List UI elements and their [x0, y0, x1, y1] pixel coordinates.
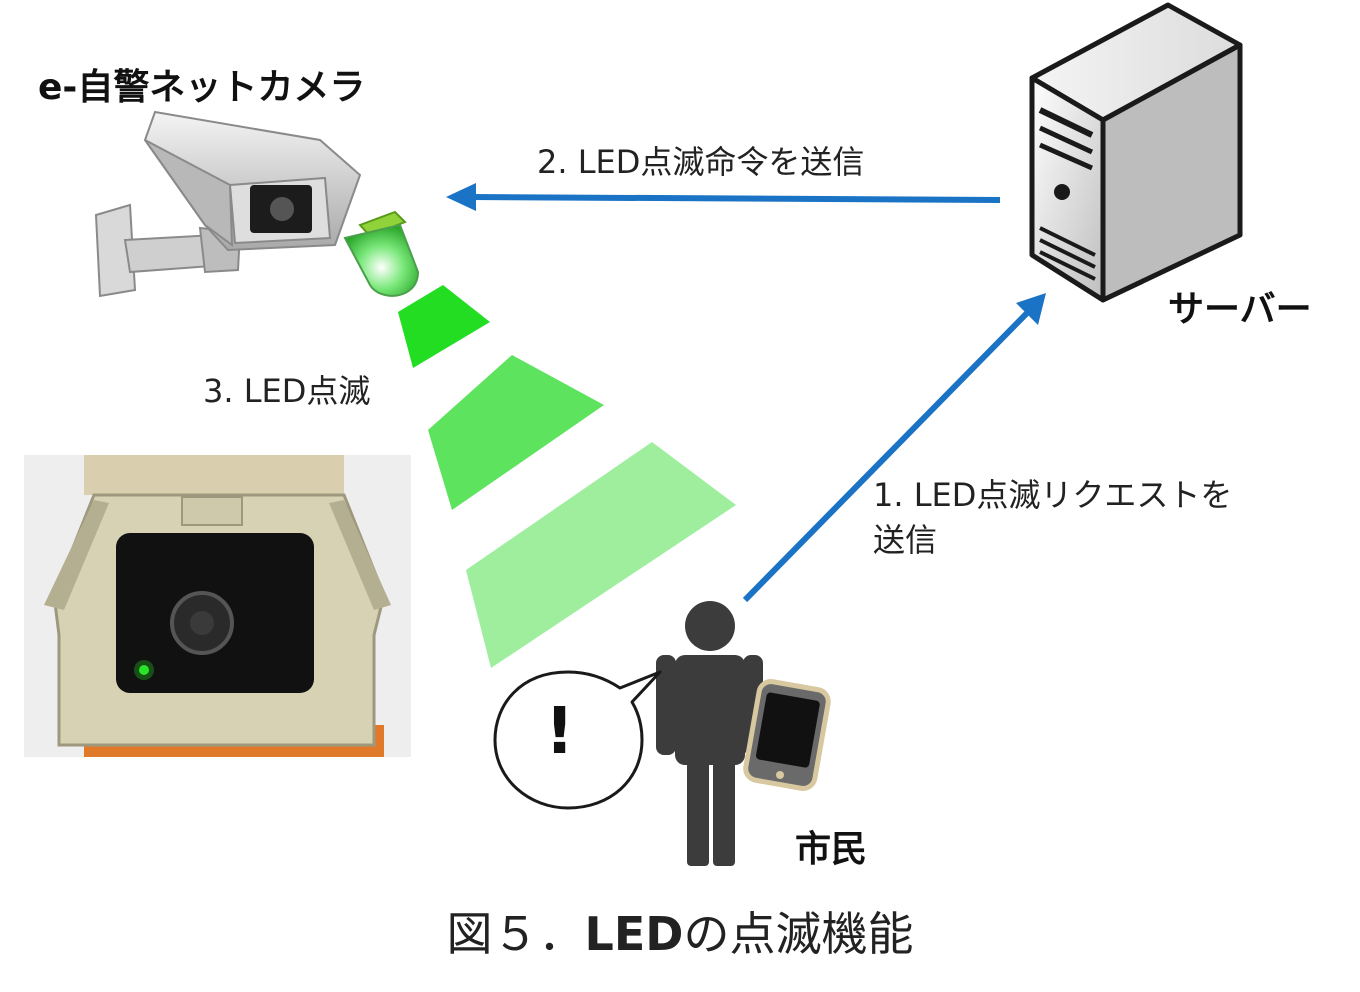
exclamation-mark: !: [545, 695, 575, 769]
speech-bubble: [493, 670, 662, 810]
caption-led: LED: [584, 907, 684, 961]
step1-label-line2: 送信: [873, 521, 938, 559]
arrow-citizen-to-server: [742, 293, 1046, 603]
server-slot-line: [1038, 107, 1094, 138]
server-icon: [1029, 2, 1243, 303]
step2-label: 2. LED点滅命令を送信: [537, 143, 865, 181]
smartphone-icon: [743, 679, 831, 791]
server-power-dot: [1054, 184, 1070, 200]
citizen-label: 市民: [795, 829, 868, 870]
camera-label: e-自警ネットカメラ: [38, 67, 366, 108]
step1-label-line1: 1. LED点滅リクエストを: [873, 476, 1233, 514]
server-label: サーバー: [1168, 289, 1312, 330]
step3-label: 3. LED点滅: [203, 372, 371, 410]
arrow-server-to-camera: [446, 183, 1001, 211]
caption-prefix: 図５．: [446, 907, 585, 961]
camera-illustration: [94, 110, 420, 298]
citizen-person-icon: [656, 601, 763, 866]
caption-suffix: の点滅機能: [683, 907, 914, 961]
figure-caption: 図５．LEDの点滅機能: [0, 898, 1360, 964]
camera-photo: [24, 455, 411, 757]
led-beams: [398, 285, 736, 668]
